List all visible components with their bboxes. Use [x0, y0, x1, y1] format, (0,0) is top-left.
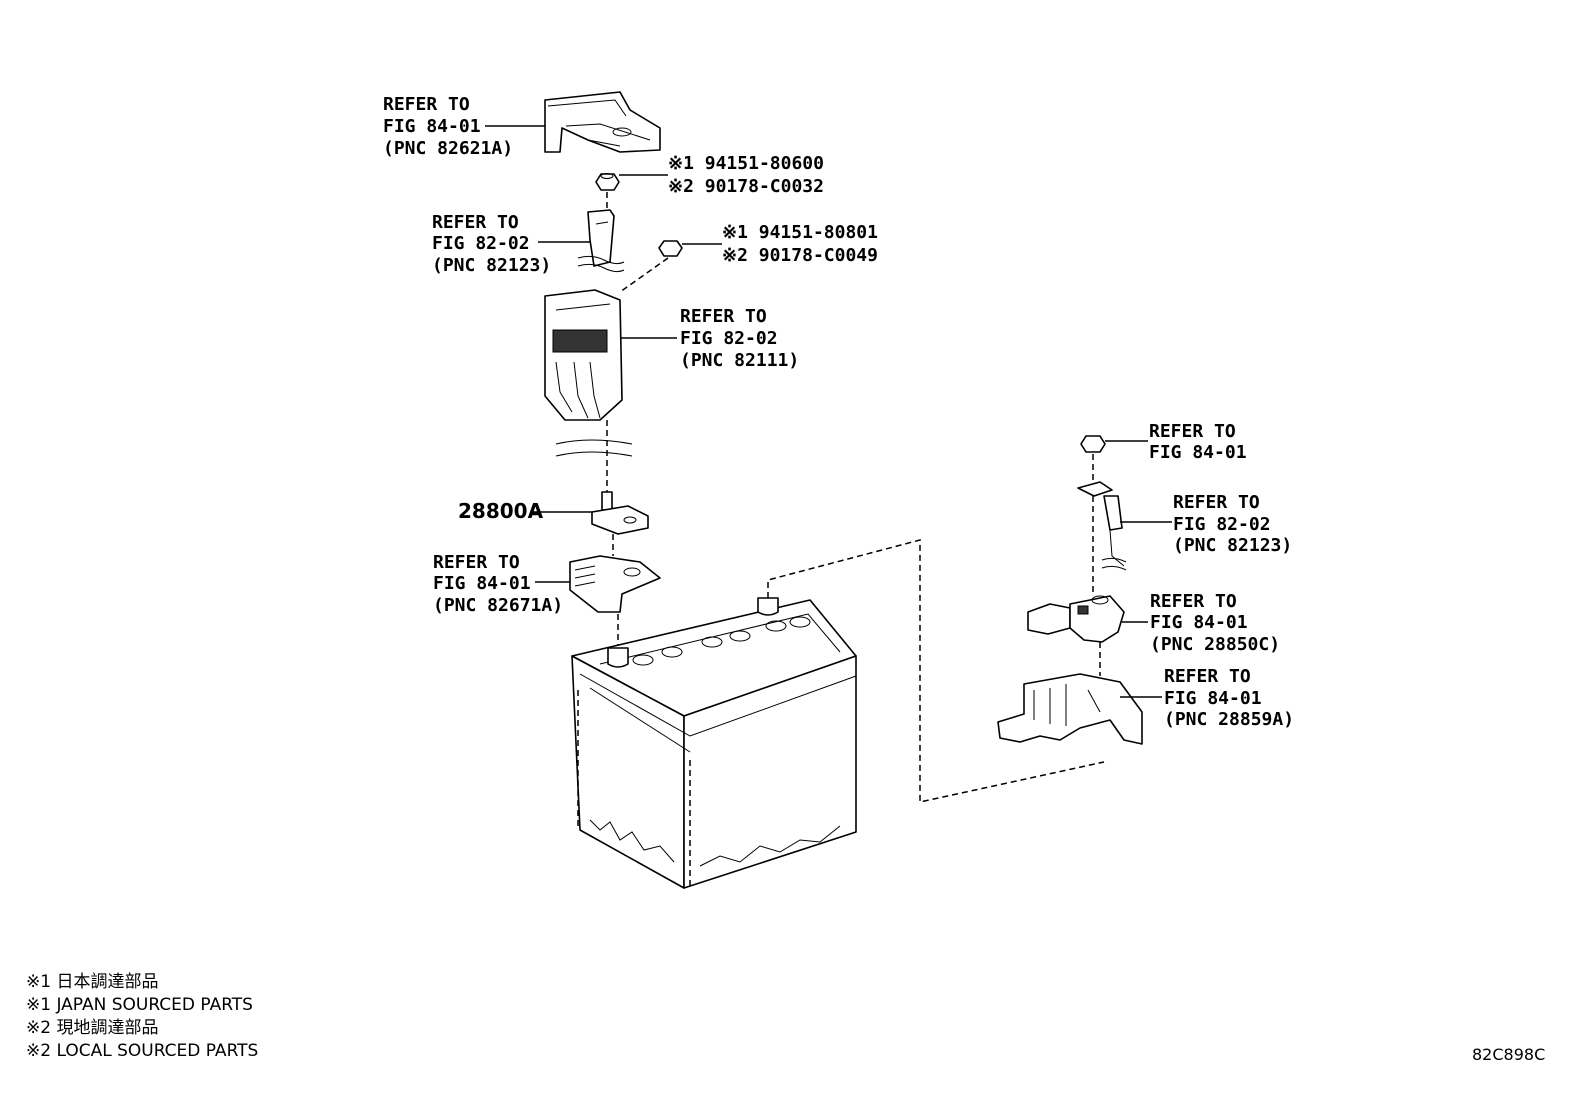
callout-line: REFER TO	[433, 552, 520, 573]
callout-line: REFER TO	[383, 94, 470, 115]
callout-line: (PNC 28850C)	[1150, 634, 1280, 655]
callout-line: REFER TO	[680, 306, 767, 327]
callout-cover-positive: REFER TO FIG 84-01 (PNC 82671A)	[433, 552, 563, 616]
legend-line: ※2 LOCAL SOURCED PARTS	[26, 1041, 258, 1061]
callout-line: FIG 84-01	[433, 573, 531, 594]
part-number: ※2 90178-C0032	[668, 176, 824, 197]
sensor-bracket	[997, 673, 1143, 745]
battery-terminal-28800A	[591, 491, 649, 535]
nut-2	[658, 240, 683, 257]
callout-wire-top: REFER TO FIG 82-02 (PNC 82123)	[432, 212, 551, 276]
part-number-28800A: 28800A	[458, 499, 544, 523]
terminal-cover-top	[544, 91, 661, 153]
callout-line: REFER TO	[1149, 421, 1236, 442]
callout-fusebox: REFER TO FIG 82-02 (PNC 82111)	[680, 306, 799, 371]
battery	[571, 597, 857, 889]
diagram-code: 82C898C	[1472, 1045, 1545, 1064]
legend-line: ※1 JAPAN SOURCED PARTS	[26, 995, 253, 1015]
callout-line: REFER TO	[1164, 666, 1251, 687]
callout-line: (PNC 82671A)	[433, 595, 563, 616]
callout-line: FIG 84-01	[1150, 612, 1248, 633]
callout-line: REFER TO	[1173, 492, 1260, 513]
callout-line: FIG 82-02	[1173, 514, 1271, 535]
callout-line: (PNC 82111)	[680, 350, 799, 371]
nut-right	[1080, 435, 1106, 453]
callout-right-nut: REFER TO FIG 84-01	[1149, 421, 1247, 463]
nut-1	[595, 173, 620, 191]
callout-right-wire: REFER TO FIG 82-02 (PNC 82123)	[1173, 492, 1292, 556]
callout-line: FIG 82-02	[680, 328, 778, 349]
callout-line: (PNC 82621A)	[383, 138, 513, 159]
callout-line: FIG 84-01	[383, 116, 481, 137]
battery-sensor	[1027, 595, 1125, 643]
legend-line: ※2 現地調達部品	[26, 1018, 158, 1038]
callout-line: (PNC 28859A)	[1164, 709, 1294, 730]
callout-sensor: REFER TO FIG 84-01 (PNC 28850C)	[1150, 591, 1280, 655]
fuse-box	[544, 289, 633, 457]
callout-line: (PNC 82123)	[432, 255, 551, 276]
wire-harness-top	[577, 209, 625, 273]
callout-line: FIG 84-01	[1164, 688, 1262, 709]
callout-nut-1: ※1 94151-80600 ※2 90178-C0032	[668, 153, 824, 197]
callout-line: FIG 82-02	[432, 233, 530, 254]
callout-line: REFER TO	[1150, 591, 1237, 612]
callout-bracket: REFER TO FIG 84-01 (PNC 28859A)	[1164, 666, 1294, 730]
wire-harness-right	[1077, 481, 1127, 571]
callout-nut-2: ※1 94151-80801 ※2 90178-C0049	[722, 222, 878, 266]
part-number: ※1 94151-80600	[668, 153, 824, 174]
terminal-cover-positive	[569, 555, 661, 613]
callout-cover-top: REFER TO FIG 84-01 (PNC 82621A)	[383, 94, 513, 159]
legend: ※1 日本調達部品 ※1 JAPAN SOURCED PARTS ※2 現地調達…	[26, 972, 258, 1061]
legend-line: ※1 日本調達部品	[26, 972, 158, 992]
callout-line: REFER TO	[432, 212, 519, 233]
part-number: ※1 94151-80801	[722, 222, 878, 243]
callout-line: (PNC 82123)	[1173, 535, 1292, 556]
part-number: ※2 90178-C0049	[722, 245, 878, 266]
callout-line: FIG 84-01	[1149, 442, 1247, 463]
